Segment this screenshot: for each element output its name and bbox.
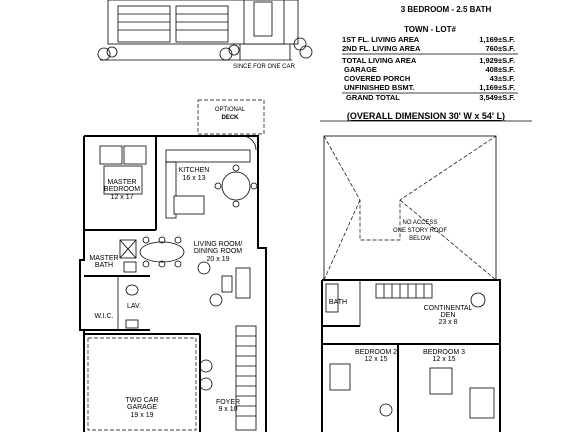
kitchen-size: 16 x 13 bbox=[183, 175, 206, 182]
sofa bbox=[235, 267, 251, 299]
bedroom-3-bed bbox=[429, 367, 453, 395]
garage-label-1: TWO CAR bbox=[125, 397, 158, 404]
area-value-total-living: 1,929±S.F. bbox=[479, 56, 515, 65]
bedroom-3-label: BEDROOM 3 bbox=[423, 349, 465, 356]
living-dining-label-1: LIVING ROOM/ bbox=[194, 241, 243, 248]
kitchen-table bbox=[221, 171, 251, 201]
area-value-grand-total: 3,549±S.F. bbox=[479, 93, 515, 102]
den-chair bbox=[470, 292, 486, 308]
elevation-shrub-center bbox=[219, 44, 240, 61]
area-label-covered-porch: COVERED PORCH bbox=[344, 74, 410, 83]
garage-door-outline bbox=[87, 337, 197, 431]
area-label-total-living: TOTAL LIVING AREA bbox=[342, 56, 417, 65]
area-value-unfinished-bsmt: 1,169±S.F. bbox=[479, 83, 515, 92]
elevation-shrub-right bbox=[293, 37, 313, 59]
elevation-shrub-left bbox=[97, 46, 118, 61]
area-value-2nd-floor: 760±S.F. bbox=[485, 44, 515, 53]
subtitle: 3 BEDROOM - 2.5 BATH bbox=[401, 5, 492, 14]
armchair-1 bbox=[197, 261, 211, 275]
bath-label: BATH bbox=[329, 299, 347, 306]
living-dining-label-2: DINING ROOM bbox=[194, 248, 242, 255]
area-label-unfinished-bsmt: UNFINISHED BSMT. bbox=[344, 83, 414, 92]
optional-deck-label: DECK bbox=[221, 115, 239, 121]
area-label-grand-total: GRAND TOTAL bbox=[346, 93, 400, 102]
master-bedroom-label-1: MASTER bbox=[107, 179, 136, 186]
lav-label: LAV. bbox=[127, 303, 141, 310]
area-value-1st-floor: 1,169±S.F. bbox=[479, 35, 515, 44]
overall-dimension: (OVERALL DIMENSION 30' W x 54' L) bbox=[347, 111, 505, 121]
bedroom-2-bed bbox=[329, 363, 351, 391]
area-label-1st-floor: 1ST FL. LIVING AREA bbox=[342, 35, 420, 44]
front-elevation: SINCE FOR ONE CAR bbox=[97, 0, 313, 70]
kitchen-island bbox=[173, 195, 205, 215]
area-value-covered-porch: 43±S.F. bbox=[490, 74, 515, 83]
town-lot: TOWN - LOT# bbox=[404, 25, 456, 34]
foyer-label: FOYER bbox=[216, 399, 240, 406]
optional-deck-small-label: OPTIONAL bbox=[215, 107, 246, 113]
garage-size: 19 x 19 bbox=[131, 412, 154, 419]
master-bedroom-label-2: BEDROOM bbox=[104, 186, 140, 193]
optional-deck bbox=[197, 99, 265, 135]
elevation-note: SINCE FOR ONE CAR bbox=[233, 64, 295, 70]
first-floor-plan: OPTIONAL DECK MASTER BEDROOM 12 x 17 KIT… bbox=[79, 99, 267, 432]
continental-den-label-1: CONTINENTAL bbox=[424, 305, 473, 312]
continental-den-size: 23 x 8 bbox=[438, 319, 457, 326]
lav-toilet bbox=[125, 284, 139, 296]
area-label-garage: GARAGE bbox=[344, 65, 377, 74]
armchair-2 bbox=[209, 293, 223, 307]
bedroom-3-size: 12 x 15 bbox=[433, 356, 456, 363]
continental-den-label-2: DEN bbox=[441, 312, 456, 319]
second-floor-stairs bbox=[375, 283, 433, 299]
first-floor-stairs bbox=[235, 325, 257, 431]
second-floor-plan: NO ACCESS ONE STORY ROOF BELOW BATH CONT… bbox=[321, 135, 501, 432]
area-label-2nd-floor: 2ND FL. LIVING AREA bbox=[342, 44, 421, 53]
no-access-line-2: ONE STORY ROOF bbox=[393, 228, 447, 234]
area-summary: 3 BEDROOM - 2.5 BATH TOWN - LOT# 1ST FL.… bbox=[320, 5, 532, 122]
living-dining-size: 20 x 19 bbox=[207, 256, 230, 263]
area-value-garage: 408±S.F. bbox=[485, 65, 515, 74]
no-access-line-1: NO ACCESS bbox=[402, 220, 437, 226]
master-bed bbox=[99, 145, 147, 195]
master-bedroom-size: 12 x 17 bbox=[111, 194, 134, 201]
bedroom-3-closet bbox=[469, 387, 495, 419]
foyer-size: 9 x 10 bbox=[218, 406, 237, 413]
master-bath-label-2: BATH bbox=[95, 262, 113, 269]
dining-table bbox=[139, 236, 185, 268]
kitchen-door-swing bbox=[241, 135, 257, 151]
master-toilet bbox=[123, 261, 137, 273]
garage-label-2: GARAGE bbox=[127, 404, 157, 411]
master-bath-label-1: MASTER bbox=[89, 255, 118, 262]
kitchen-counter-left bbox=[165, 161, 177, 219]
wic-label: W.I.C. bbox=[94, 313, 113, 320]
kitchen-counter-top bbox=[165, 149, 251, 163]
kitchen-label: KITCHEN bbox=[179, 167, 210, 174]
bedroom-2-label: BEDROOM 2 bbox=[355, 349, 397, 356]
bedroom-2-chair bbox=[379, 403, 393, 417]
upstairs-tub bbox=[325, 283, 339, 313]
coffee-table bbox=[221, 275, 233, 293]
no-access-line-3: BELOW bbox=[409, 236, 431, 242]
bedroom-2-size: 12 x 15 bbox=[365, 356, 388, 363]
